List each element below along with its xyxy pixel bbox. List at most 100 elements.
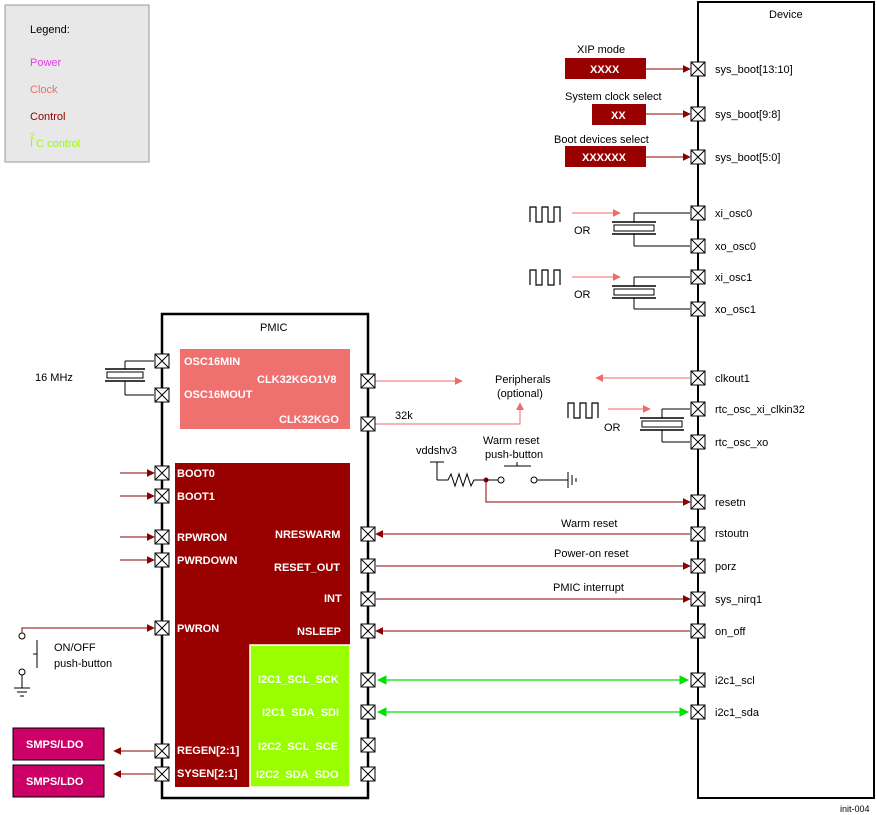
pin-rtc-osc-xi-clkin32: rtc_osc_xi_clkin32 — [715, 404, 805, 416]
sysclk-value: XX — [611, 110, 626, 122]
pmic-rpwron: RPWRON — [177, 532, 227, 544]
legend: Legend: Power Clock Control 2 I C contro… — [4, 4, 150, 163]
pmic-boot0: BOOT0 — [177, 468, 215, 480]
device-block: Device — [697, 1, 875, 799]
peripherals-label-2: (optional) — [497, 388, 543, 400]
pin-clkout1: clkout1 — [715, 373, 750, 385]
warm-reset-pb-label-1: Warm reset — [483, 435, 539, 447]
pmic-osc-section — [180, 349, 350, 429]
pin-connector-icon — [154, 766, 170, 782]
pmic-clk32kgo: CLK32KGO — [279, 414, 339, 426]
pin-xo-osc0: xo_osc0 — [715, 241, 756, 253]
onoff-label-2: push-button — [54, 658, 112, 670]
device-pin-labels: sys_boot[13:10] sys_boot[9:8] sys_boot[5… — [715, 64, 805, 719]
legend-i2c-superscript: 2 — [30, 132, 35, 141]
pin-connector-icon — [690, 205, 706, 221]
smps-ldo-2-label: SMPS/LDO — [26, 776, 84, 788]
pin-connector-icon — [690, 106, 706, 122]
pin-connector-icon — [690, 623, 706, 639]
pin-connector-icon — [690, 301, 706, 317]
pmic-pwrdown: PWRDOWN — [177, 555, 238, 567]
device-title: Device — [769, 9, 803, 21]
osc1-or: OR — [574, 289, 591, 301]
pin-connector-icon — [360, 704, 376, 720]
pmic-osc16min: OSC16MIN — [184, 356, 240, 368]
pin-connector-icon — [690, 238, 706, 254]
pin-i2c1-sda: i2c1_sda — [715, 707, 760, 719]
pmic-regen: REGEN[2:1] — [177, 745, 240, 757]
pmic-title: PMIC — [260, 322, 288, 334]
pmic-reset-out: RESET_OUT — [274, 562, 340, 574]
pin-sys-nirq1: sys_nirq1 — [715, 594, 762, 606]
peripherals-label-1: Peripherals — [495, 374, 551, 386]
bootdev-value: XXXXXX — [582, 152, 627, 164]
pin-rtc-osc-xo: rtc_osc_xo — [715, 437, 768, 449]
xip-mode-value: XXXX — [590, 64, 620, 76]
smps-ldo-2 — [12, 764, 105, 798]
pin-sys-boot-9-8: sys_boot[9:8] — [715, 109, 780, 121]
pmic-input-arrows — [120, 469, 155, 564]
rtc-or: OR — [604, 422, 621, 434]
pin-connector-icon — [360, 672, 376, 688]
smps-ldo-1 — [12, 727, 105, 761]
onoff-pushbutton: ON/OFF push-button — [14, 624, 155, 697]
warm-reset-pb-label-2: push-button — [485, 449, 543, 461]
xip-mode-label: XIP mode — [577, 44, 625, 56]
pin-connector-icon — [690, 558, 706, 574]
pin-connector-icon — [360, 558, 376, 574]
pin-xo-osc1: xo_osc1 — [715, 304, 756, 316]
pin-connector-icon — [360, 373, 376, 389]
pmic-interrupt-label: PMIC interrupt — [553, 582, 624, 594]
pin-sys-boot-13-10: sys_boot[13:10] — [715, 64, 793, 76]
pin-connector-icon — [154, 387, 170, 403]
pmic-int: INT — [324, 593, 342, 605]
pin-connector-icon — [360, 766, 376, 782]
pin-connector-icon — [690, 149, 706, 165]
clock-wave-icon — [567, 402, 599, 419]
oscillator-0: OR — [529, 206, 690, 247]
pin-connector-icon — [154, 465, 170, 481]
clock-connections: Peripherals (optional) 32k — [375, 374, 690, 425]
k32-label: 32k — [395, 410, 413, 422]
pin-connector-icon — [690, 269, 706, 285]
pin-connector-icon — [154, 743, 170, 759]
pin-connector-icon — [690, 494, 706, 510]
smps-ldo-1-label: SMPS/LDO — [26, 739, 84, 751]
pin-connector-icon — [154, 353, 170, 369]
pin-connector-icon — [360, 416, 376, 432]
pin-connector-icon — [690, 526, 706, 542]
pmic-osc16mout: OSC16MOUT — [184, 389, 253, 401]
pin-xi-osc1: xi_osc1 — [715, 272, 752, 284]
pmic-i2c-section — [249, 644, 351, 788]
pin-i2c1-scl: i2c1_scl — [715, 675, 755, 687]
sysclk-box — [592, 104, 646, 125]
pin-connector-icon — [690, 434, 706, 450]
figure-id: init-004 — [840, 804, 870, 814]
pmic-pwron: PWRON — [177, 623, 219, 635]
bootdev-box — [565, 146, 646, 167]
pin-connector-icon — [690, 401, 706, 417]
pin-connector-icon — [154, 552, 170, 568]
bootdev-label: Boot devices select — [554, 134, 649, 146]
pmic-i2c1-scl-sck: I2C1_SCL_SCK — [258, 674, 339, 686]
vddshv3-label: vddshv3 — [416, 445, 457, 457]
pmic-nreswarm: NRESWARM — [275, 529, 340, 541]
xip-mode-box — [565, 58, 646, 79]
pin-connector-icon — [690, 672, 706, 688]
smps-blocks: SMPS/LDO SMPS/LDO — [12, 727, 154, 798]
rtc-oscillator: OR — [567, 402, 690, 443]
pin-connector-icon — [154, 620, 170, 636]
pmic-boot1: BOOT1 — [177, 491, 215, 503]
onoff-label-1: ON/OFF — [54, 642, 96, 654]
pin-sys-boot-5-0: sys_boot[5:0] — [715, 152, 780, 164]
pin-connector-icon — [690, 370, 706, 386]
pin-resetn: resetn — [715, 497, 746, 509]
crystal-16mhz: 16 MHz — [35, 360, 154, 396]
legend-clock: Clock — [30, 84, 58, 96]
pin-connector-icon — [690, 591, 706, 607]
pmic-sysen: SYSEN[2:1] — [177, 768, 238, 780]
legend-power: Power — [30, 57, 62, 69]
boot-config: XIP mode XXXX System clock select XX Boo… — [554, 44, 691, 167]
pmic-i2c2-scl-sce: I2C2_SCL_SCE — [258, 741, 338, 753]
